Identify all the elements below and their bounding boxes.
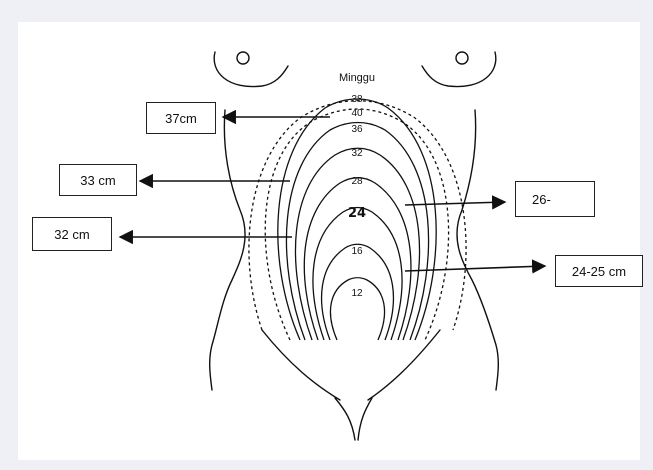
weeks-header: Minggu	[339, 72, 375, 84]
annotation-33cm: 33 cm	[59, 164, 137, 196]
annotation-26: 26-	[515, 181, 595, 217]
pubic-line	[335, 398, 355, 440]
right-nipple	[456, 52, 468, 64]
left-nipple	[237, 52, 249, 64]
week-36-label: 36	[351, 124, 362, 135]
arrows	[120, 117, 545, 271]
arrow-26	[405, 202, 505, 205]
contour-28	[304, 178, 411, 340]
week-38-label: 38	[351, 94, 362, 105]
week-40-label: 40	[351, 108, 362, 119]
right-groin	[368, 330, 440, 400]
right-breast-curve	[422, 52, 496, 87]
pubic-line-2	[358, 398, 372, 440]
arrow-24-25cm	[405, 266, 545, 271]
left-groin	[262, 330, 340, 400]
contour-24	[313, 208, 402, 341]
week-24-label: 24	[348, 206, 366, 221]
week-12-label: 12	[351, 288, 362, 299]
week-28-label: 28	[351, 176, 362, 187]
annotation-32cm: 32 cm	[32, 217, 112, 251]
week-16-label: 16	[351, 246, 362, 257]
week-32-label: 32	[351, 148, 362, 159]
annotation-24-25cm: 24-25 cm	[555, 255, 643, 287]
annotation-37cm: 37cm	[146, 102, 216, 134]
left-flank	[210, 110, 245, 390]
left-breast-curve	[214, 52, 288, 87]
right-flank	[457, 110, 498, 390]
